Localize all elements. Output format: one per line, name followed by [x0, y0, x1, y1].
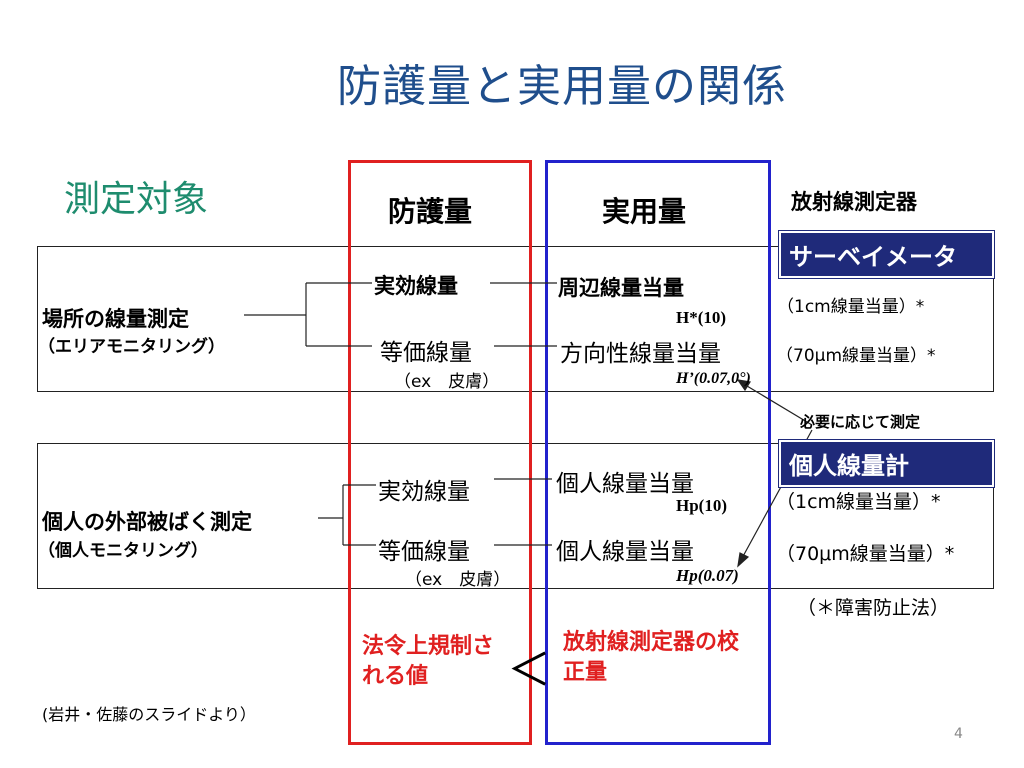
- protection-quantity-header: 防護量: [388, 195, 473, 228]
- area-measurement-label: 場所の線量測定: [42, 307, 189, 331]
- personal-monitoring-row: [37, 443, 994, 589]
- area-effective-dose: 実効線量: [374, 274, 458, 298]
- law-note: （＊障害防止法）: [797, 597, 950, 619]
- area-measurement-sublabel: （エリアモニタリング）: [38, 337, 225, 357]
- instruments-header: 放射線測定器: [791, 190, 917, 214]
- survey-meter-70um: （70μm線量当量）*: [776, 346, 936, 366]
- area-equivalent-dose: 等価線量: [380, 340, 472, 366]
- area-equivalent-note: （ex 皮膚）: [394, 372, 500, 392]
- protection-quantity-column: [348, 160, 532, 745]
- personal-measurement-label: 個人の外部被ばく測定: [42, 510, 252, 534]
- measurement-target-label: 測定対象: [64, 179, 209, 220]
- personal-dose-equivalent-007: 個人線量当量: [556, 539, 694, 565]
- less-than-symbol: ＜: [507, 645, 551, 696]
- directional-dose-equivalent: 方向性線量当量: [560, 341, 721, 367]
- survey-meter-badge: サーベイメータ: [779, 231, 994, 278]
- personal-effective-dose: 実効線量: [378, 479, 470, 505]
- operational-quantity-header: 実用量: [602, 195, 687, 228]
- area-monitoring-row: [37, 246, 994, 392]
- personal-equivalent-note: （ex 皮膚）: [405, 570, 511, 590]
- source-credit: (岩井・佐藤のスライドより）: [42, 705, 256, 724]
- personal-dosimeter-badge: 個人線量計: [779, 440, 994, 487]
- personal-dosimeter-70um: （70μm線量当量）*: [776, 543, 955, 565]
- personal-dose-equivalent-10: 個人線量当量: [556, 471, 694, 497]
- regulatory-value-note: 法令上規制される値: [362, 634, 495, 689]
- ambient-dose-symbol: H*(10): [676, 308, 727, 327]
- directional-dose-symbol: H’(0.07,0°): [676, 370, 751, 387]
- personal-equivalent-dose: 等価線量: [378, 539, 470, 565]
- slide-title: 防護量と実用量の関係: [337, 61, 787, 112]
- page-number: 4: [954, 726, 963, 742]
- personal-dose-symbol-10: Hp(10): [676, 496, 727, 515]
- personal-dose-symbol-007: Hp(0.07): [676, 566, 739, 585]
- calibration-quantity-note: 放射線測定器の校正量: [563, 630, 740, 685]
- ambient-dose-equivalent: 周辺線量当量: [558, 276, 684, 300]
- survey-meter-1cm: （1cm線量当量）*: [777, 297, 925, 317]
- personal-dosimeter-1cm: （1cm線量当量）*: [776, 491, 941, 513]
- personal-measurement-sublabel: （個人モニタリング）: [38, 541, 208, 561]
- as-needed-note: 必要に応じて測定: [800, 413, 921, 431]
